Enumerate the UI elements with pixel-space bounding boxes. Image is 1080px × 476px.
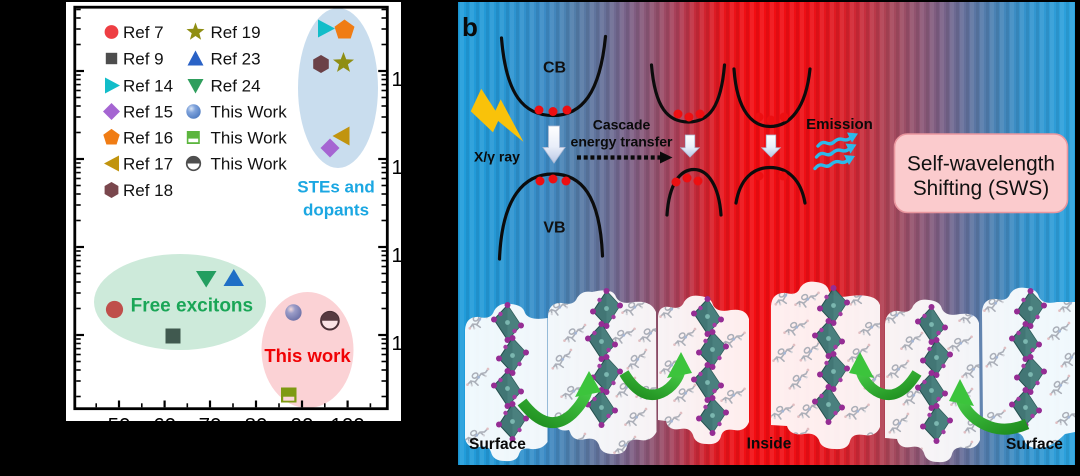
svg-text:1: 1: [392, 68, 402, 91]
svg-text:energy transfer: energy transfer: [571, 134, 673, 150]
svg-text:STEs and: STEs and: [297, 178, 374, 197]
svg-text:Ref 18: Ref 18: [123, 181, 173, 200]
svg-text:Self-wavelength: Self-wavelength: [907, 152, 1055, 175]
svg-text:Ref 15: Ref 15: [123, 103, 173, 122]
svg-text:b: b: [462, 12, 478, 42]
svg-text:Ref 23: Ref 23: [211, 50, 261, 69]
svg-text:Free excitons: Free excitons: [131, 295, 254, 316]
svg-text:Ref 19: Ref 19: [211, 23, 261, 42]
svg-text:X/γ ray: X/γ ray: [474, 149, 520, 165]
svg-text:VB: VB: [543, 220, 565, 237]
svg-text:80: 80: [245, 414, 268, 421]
svg-text:100: 100: [330, 414, 364, 421]
svg-text:Surface: Surface: [1006, 436, 1063, 453]
svg-text:CB: CB: [543, 60, 566, 77]
svg-text:1: 1: [392, 419, 402, 422]
svg-text:Ref 9: Ref 9: [123, 50, 164, 69]
svg-text:Emission: Emission: [806, 116, 873, 133]
svg-text:Ref 16: Ref 16: [123, 129, 173, 148]
svg-text:Shifting (SWS): Shifting (SWS): [913, 177, 1049, 200]
svg-text:Ref 24: Ref 24: [211, 77, 261, 96]
svg-text:1: 1: [392, 156, 402, 179]
svg-text:This Work: This Work: [211, 129, 288, 148]
svg-text:Cascade: Cascade: [593, 117, 651, 133]
svg-text:Ref 7: Ref 7: [123, 23, 164, 42]
svg-text:This Work: This Work: [211, 155, 288, 174]
svg-text:70: 70: [199, 414, 222, 421]
svg-text:60: 60: [153, 414, 176, 421]
svg-text:50: 50: [108, 414, 131, 421]
svg-text:Ref 14: Ref 14: [123, 77, 173, 96]
svg-text:This work: This work: [264, 345, 351, 366]
svg-text:Inside: Inside: [747, 436, 792, 453]
svg-text:dopants: dopants: [303, 201, 369, 220]
svg-text:1: 1: [392, 332, 402, 355]
svg-text:Ref 17: Ref 17: [123, 155, 173, 174]
svg-text:Surface: Surface: [469, 436, 526, 453]
svg-text:1: 1: [392, 244, 402, 267]
svg-text:90: 90: [291, 414, 314, 421]
svg-text:This Work: This Work: [211, 103, 288, 122]
